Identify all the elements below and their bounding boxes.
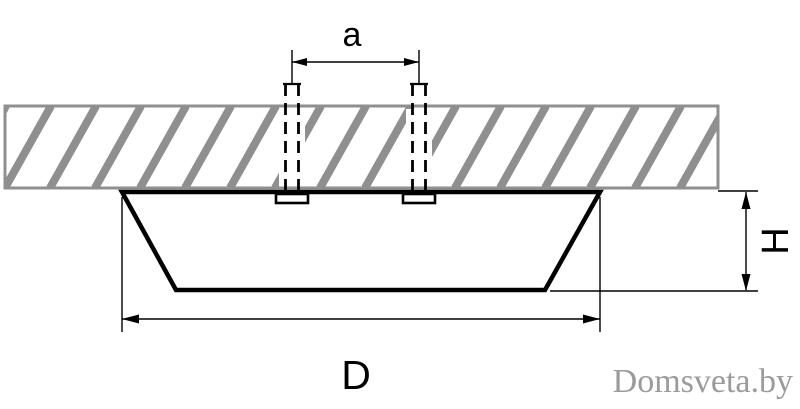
hatch-line: [136, 107, 190, 187]
arrow-right-icon: [404, 58, 419, 66]
arrow-left-icon: [292, 58, 307, 66]
dimension-a-label: a: [343, 16, 362, 54]
screw-gap-right: [406, 109, 432, 187]
arrow-down-icon: [741, 274, 751, 291]
dimension-d-label: D: [341, 352, 371, 398]
ceiling-slab: [3, 104, 720, 190]
arrow-left-icon: [122, 314, 139, 324]
hatch-line: [541, 107, 595, 187]
screw-gap-left: [279, 109, 305, 187]
hatch-line: [586, 107, 640, 187]
dimension-a: a: [291, 16, 420, 84]
mounting-tab-right: [401, 192, 437, 205]
hatch-line: [676, 114, 717, 187]
hatch-line: [496, 107, 550, 187]
hatch-line: [451, 107, 505, 187]
hatch-line: [361, 107, 415, 187]
dimension-d: D: [121, 197, 601, 398]
dimension-h: H: [550, 190, 797, 292]
hatch-line: [91, 107, 145, 187]
hatch-line: [226, 107, 280, 187]
arrow-up-icon: [741, 192, 751, 209]
hatch-line: [6, 107, 55, 187]
arrow-right-icon: [583, 314, 600, 324]
hatch-line: [631, 107, 685, 187]
fixture-body: [118, 189, 604, 293]
watermark: Domsveta.by: [613, 363, 793, 400]
hatch-line: [181, 107, 235, 187]
hatch-line: [316, 107, 370, 187]
hatch-line: [46, 107, 100, 187]
hatch-pattern: [6, 106, 771, 188]
dimension-h-label: H: [755, 227, 797, 254]
hatch-line: [725, 106, 771, 188]
mounting-tab-left: [274, 192, 310, 205]
